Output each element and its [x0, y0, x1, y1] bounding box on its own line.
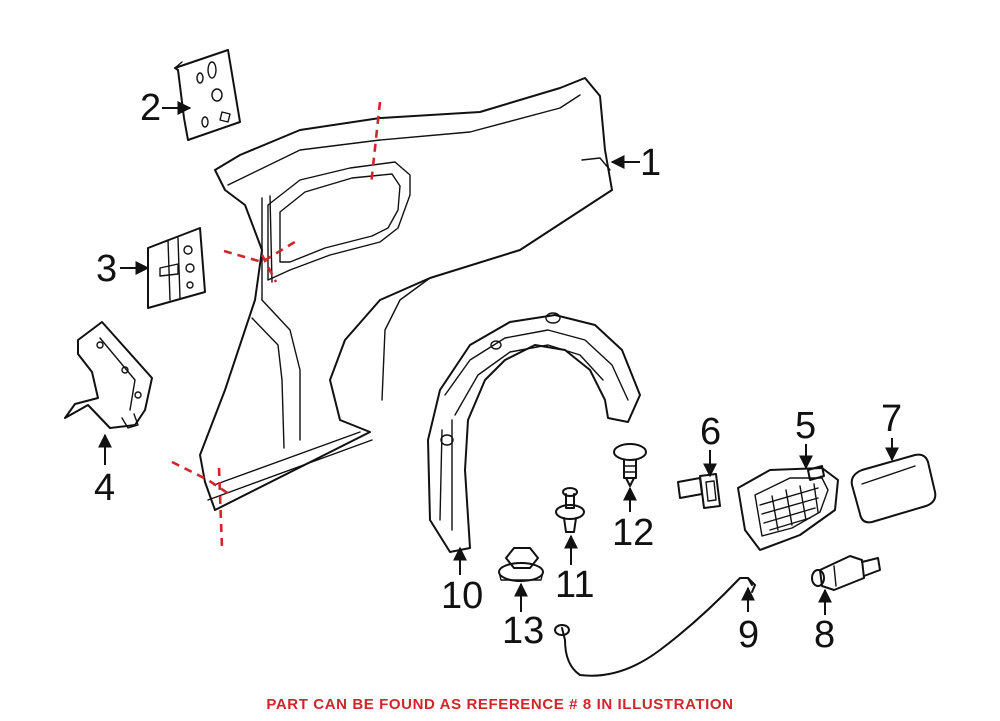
upper-bracket	[174, 49, 241, 141]
callout-8[interactable]: 8	[814, 614, 835, 656]
callout-10[interactable]: 10	[441, 575, 483, 617]
callout-2[interactable]: 2	[140, 87, 161, 129]
callout-3[interactable]: 3	[96, 248, 117, 290]
push-clip-12	[613, 443, 647, 487]
callout-12[interactable]: 12	[612, 512, 654, 554]
wheel-liner	[427, 312, 641, 553]
callout-1[interactable]: 1	[640, 142, 661, 184]
nut-13	[498, 547, 544, 582]
leader-arrows	[98, 101, 899, 615]
callout-labels: 1 2 3 4 5 6 7 8 9 10 11 12 13	[94, 87, 902, 656]
callout-4[interactable]: 4	[94, 467, 115, 509]
fuel-door-actuator	[811, 555, 881, 591]
callout-5[interactable]: 5	[795, 405, 816, 447]
fuel-door	[850, 453, 937, 524]
retainer-11	[555, 487, 585, 533]
fuel-filler-housing	[737, 465, 839, 551]
cut-lines	[171, 101, 382, 549]
callout-9[interactable]: 9	[738, 614, 759, 656]
callout-7[interactable]: 7	[881, 398, 902, 440]
lower-bracket	[64, 321, 153, 429]
actuator-6	[677, 473, 721, 509]
quarter-panel	[199, 77, 613, 511]
mid-bracket	[147, 227, 206, 309]
callout-13[interactable]: 13	[502, 610, 544, 652]
reference-note: PART CAN BE FOUND AS REFERENCE # 8 IN IL…	[266, 696, 734, 713]
callout-11[interactable]: 11	[555, 564, 594, 606]
callout-6[interactable]: 6	[700, 411, 721, 453]
